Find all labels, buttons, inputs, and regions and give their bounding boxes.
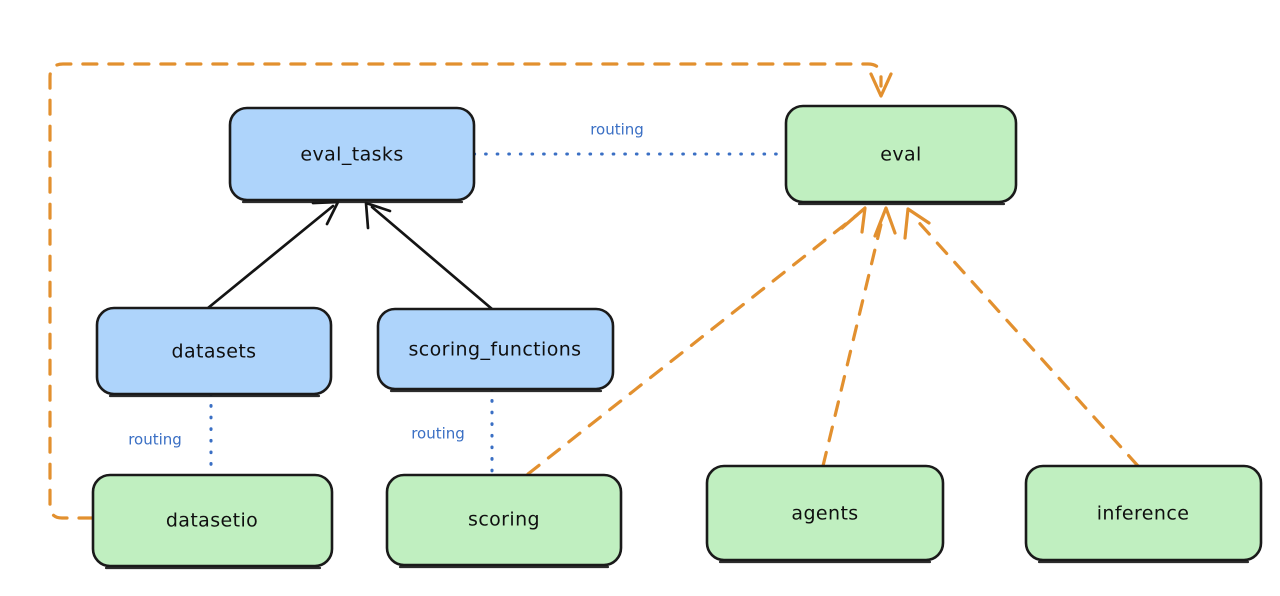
- edge-label-routing-scoring-functions: routing: [411, 425, 465, 443]
- arrowhead-eval-top: [869, 72, 893, 98]
- edge-scoring-functions-to-eval-tasks: [364, 201, 494, 311]
- node-datasets[interactable]: datasets: [95, 306, 333, 398]
- node-inference-label: inference: [1097, 503, 1190, 525]
- edge-label-routing-datasets: routing: [128, 431, 182, 449]
- edge-inference-to-eval: [903, 207, 1140, 468]
- node-agents-shape[interactable]: [705, 464, 945, 562]
- node-eval[interactable]: eval: [784, 104, 1018, 206]
- node-agents[interactable]: agents: [705, 464, 945, 564]
- arrowhead-eval-tasks-right: [364, 201, 392, 230]
- node-scoring-functions-shape[interactable]: [376, 307, 615, 391]
- node-eval-shape[interactable]: [784, 104, 1018, 204]
- arrowhead-eval-bottom-right: [903, 207, 931, 240]
- node-eval-label: eval: [880, 144, 921, 166]
- edge-datasetio-to-eval: [48, 62, 893, 520]
- edge-datasets-to-eval-tasks: [206, 200, 340, 310]
- node-eval-tasks-shape[interactable]: [228, 106, 476, 202]
- node-scoring-functions[interactable]: scoring_functions: [376, 307, 615, 393]
- node-scoring-functions-label: scoring_functions: [409, 339, 582, 361]
- arrowhead-eval-bottom-left: [840, 206, 867, 234]
- node-inference[interactable]: inference: [1024, 464, 1263, 564]
- node-datasets-shape[interactable]: [95, 306, 333, 396]
- edge-scoring-to-eval: [526, 206, 867, 476]
- node-datasetio[interactable]: datasetio: [91, 473, 334, 570]
- node-scoring-label: scoring: [468, 509, 540, 531]
- node-datasets-label: datasets: [172, 341, 257, 363]
- node-scoring[interactable]: scoring: [385, 473, 623, 569]
- node-agents-label: agents: [791, 503, 858, 525]
- arrowhead-eval-bottom-mid: [873, 206, 897, 238]
- node-eval-tasks-label: eval_tasks: [300, 144, 403, 166]
- edge-agents-to-eval: [821, 206, 897, 468]
- node-scoring-shape[interactable]: [385, 473, 623, 567]
- node-eval-tasks[interactable]: eval_tasks: [228, 106, 476, 204]
- node-datasetio-label: datasetio: [166, 510, 258, 532]
- node-inference-shape[interactable]: [1024, 464, 1263, 562]
- edge-label-routing-eval-tasks: routing: [590, 121, 644, 139]
- node-datasetio-shape[interactable]: [91, 473, 334, 568]
